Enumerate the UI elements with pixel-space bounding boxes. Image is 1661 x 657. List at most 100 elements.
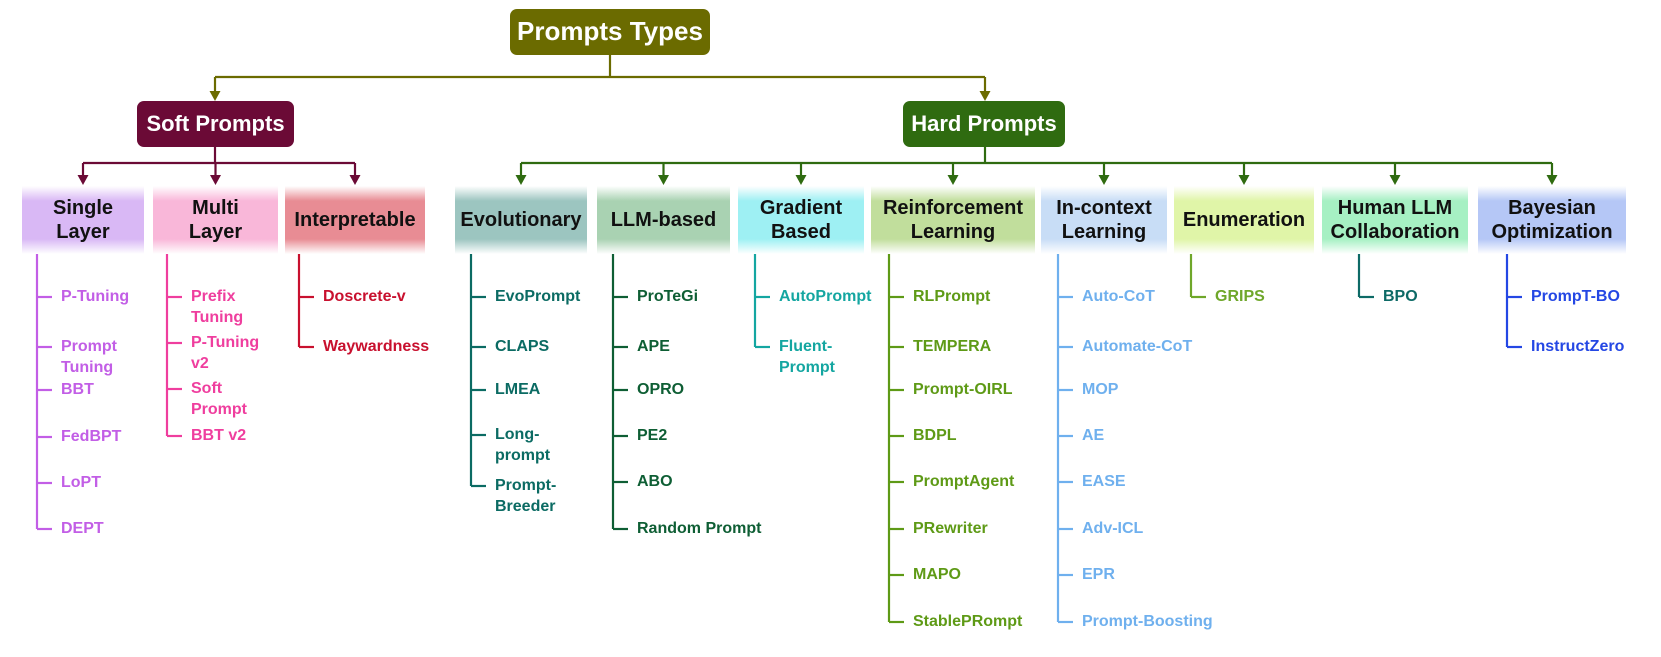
label-line: MAPO xyxy=(913,566,961,583)
label-line: Prefix xyxy=(191,288,236,305)
label-line: LMEA xyxy=(495,381,541,398)
leaf-method-label: LMEA xyxy=(495,379,540,400)
label-line: P-Tuning xyxy=(191,334,260,351)
leaf-method-label: Fluent- Prompt xyxy=(779,336,835,379)
leaf-method-label: Doscrete-v xyxy=(323,286,406,307)
root-node-prompts-types: Prompts Types xyxy=(510,9,710,55)
label-line: Long- xyxy=(495,426,540,443)
label-line: Prompt xyxy=(191,401,247,419)
label-line: PRewriter xyxy=(913,520,988,537)
label-line: DEPT xyxy=(61,520,104,537)
leaf-method-label: FedBPT xyxy=(61,426,121,447)
label-line: LoPT xyxy=(61,474,101,491)
category-label: LLM-based xyxy=(611,208,717,232)
label-line: Fluent- xyxy=(779,338,833,355)
label-line: Tuning xyxy=(191,309,244,327)
label-line: Auto-CoT xyxy=(1082,288,1155,305)
branch-arrow-head xyxy=(1238,175,1250,185)
label-line: MOP xyxy=(1082,381,1119,398)
leaf-method-label: P-Tuning v2 xyxy=(191,332,259,375)
leaf-method-label: BBT v2 xyxy=(191,425,246,446)
leaf-method-label: BDPL xyxy=(913,425,957,446)
label-line: Collaboration xyxy=(1330,221,1460,243)
leaf-method-label: BBT xyxy=(61,379,94,400)
label-line: Evolutionary xyxy=(460,209,582,231)
leaf-method-label: Adv-ICL xyxy=(1082,518,1143,539)
label-line: TEMPERA xyxy=(913,338,992,355)
label-line: Learning xyxy=(910,221,996,243)
label-line: Interpretable xyxy=(294,209,416,231)
label-line: Optimization xyxy=(1491,221,1613,243)
branch-arrow-head xyxy=(795,175,807,185)
leaf-method-label: EvoPrompt xyxy=(495,286,580,307)
label-line: Single xyxy=(52,197,113,219)
leaf-method-label: ABO xyxy=(637,471,673,492)
leaf-method-label: PRewriter xyxy=(913,518,988,539)
root-arrow-head xyxy=(979,91,991,101)
leaf-method-label: RLPrompt xyxy=(913,286,990,307)
branch-arrow-head xyxy=(77,175,89,185)
label-line: EvoPrompt xyxy=(495,288,581,305)
label-line: In-context xyxy=(1056,197,1152,219)
root-arrow-head xyxy=(209,91,221,101)
label-line: Prompt xyxy=(779,359,835,377)
leaf-method-label: PromptAgent xyxy=(913,471,1014,492)
label-line: PromptAgent xyxy=(913,473,1015,490)
leaf-method-label: CLAPS xyxy=(495,336,549,357)
leaf-method-label: Waywardness xyxy=(323,336,429,357)
label-line: Layer xyxy=(56,221,110,243)
label-line: Prompt- xyxy=(495,477,557,494)
label-line: Waywardness xyxy=(323,338,430,355)
leaf-method-label: Long-prompt xyxy=(495,424,550,467)
label-line: PrompT-BO xyxy=(1531,288,1620,305)
label-line: Breeder xyxy=(495,498,556,516)
category-label: Evolutionary xyxy=(460,208,581,232)
leaf-method-label: StablePRompt xyxy=(913,611,1022,632)
label-line: EASE xyxy=(1082,473,1126,490)
label-line: P-Tuning xyxy=(61,288,130,305)
category-node: Enumeration xyxy=(1174,186,1314,254)
leaf-method-label: GRIPS xyxy=(1215,286,1265,307)
leaf-method-label: MAPO xyxy=(913,564,961,585)
label-line: CLAPS xyxy=(495,338,550,355)
label-line: BBT v2 xyxy=(191,427,247,444)
label-line: Prompt-Boosting xyxy=(1082,613,1213,630)
leaf-method-label: BPO xyxy=(1383,286,1418,307)
label-line: v2 xyxy=(191,355,209,373)
leaf-method-label: Prompt-OIRL xyxy=(913,379,1013,400)
label-line: ABO xyxy=(637,473,673,490)
leaf-method-label: Prompt-Boosting xyxy=(1082,611,1213,632)
label-line: Bayesian xyxy=(1508,197,1596,219)
leaf-method-label: P-Tuning xyxy=(61,286,129,307)
leaf-method-label: Automate-CoT xyxy=(1082,336,1192,357)
label-line: FedBPT xyxy=(61,428,122,445)
label-line: Learning xyxy=(1061,221,1147,243)
leaf-method-label: TEMPERA xyxy=(913,336,991,357)
leaf-method-label: AE xyxy=(1082,425,1104,446)
leaf-method-label: OPRO xyxy=(637,379,684,400)
category-node: Evolutionary xyxy=(455,186,587,254)
label-line: Soft xyxy=(191,380,223,397)
label-line: GRIPS xyxy=(1215,288,1265,305)
leaf-method-label: Auto-CoT xyxy=(1082,286,1155,307)
label-line: Doscrete-v xyxy=(323,288,406,305)
hard-prompts-node: Hard Prompts xyxy=(903,101,1065,147)
leaf-method-label: APE xyxy=(637,336,670,357)
label-line: ProTeGi xyxy=(637,288,699,305)
leaf-method-label: DEPT xyxy=(61,518,104,539)
label-line: OPRO xyxy=(637,381,685,398)
label-line: Random Prompt xyxy=(637,520,762,537)
